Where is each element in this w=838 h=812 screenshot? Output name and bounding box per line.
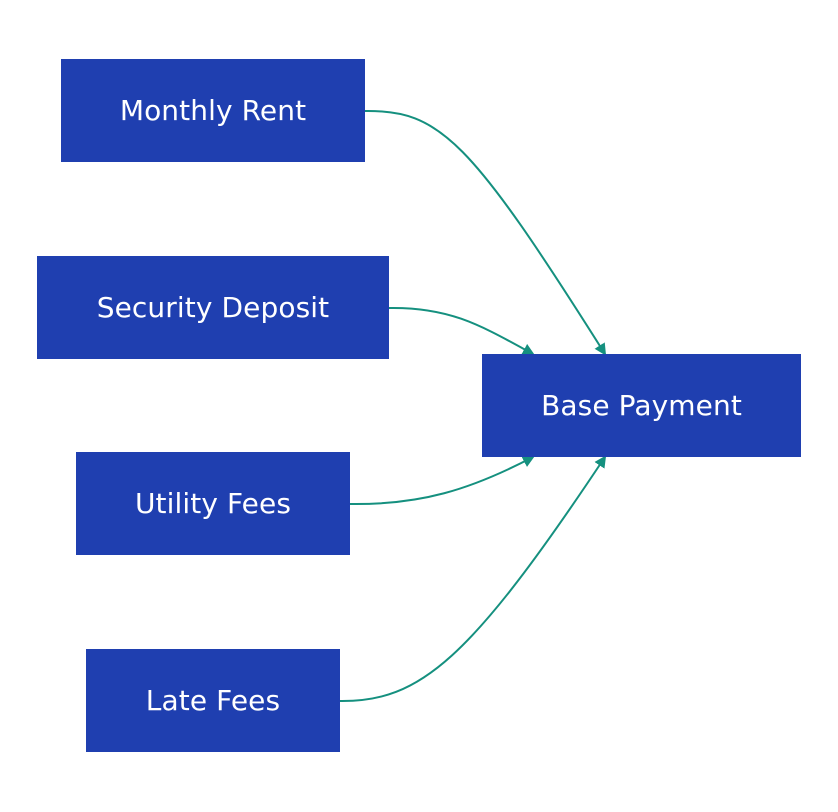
node-label: Late Fees [145,684,281,717]
node-security-deposit: Security Deposit [37,256,389,359]
node-label: Base Payment [541,389,742,422]
node-label: Utility Fees [134,487,292,520]
edge-utility-fees-to-base-payment [349,456,535,506]
node-late-fees: Late Fees [86,649,340,752]
node-label: Security Deposit [96,291,330,324]
node-monthly-rent: Monthly Rent [61,59,365,162]
node-base-payment: Base Payment [482,354,801,457]
edge-security-deposit-to-base-payment [388,306,535,355]
node-utility-fees: Utility Fees [76,452,350,555]
edge-monthly-rent-to-base-payment [364,109,607,356]
edge-late-fees-to-base-payment [339,455,607,703]
node-label: Monthly Rent [119,94,307,127]
